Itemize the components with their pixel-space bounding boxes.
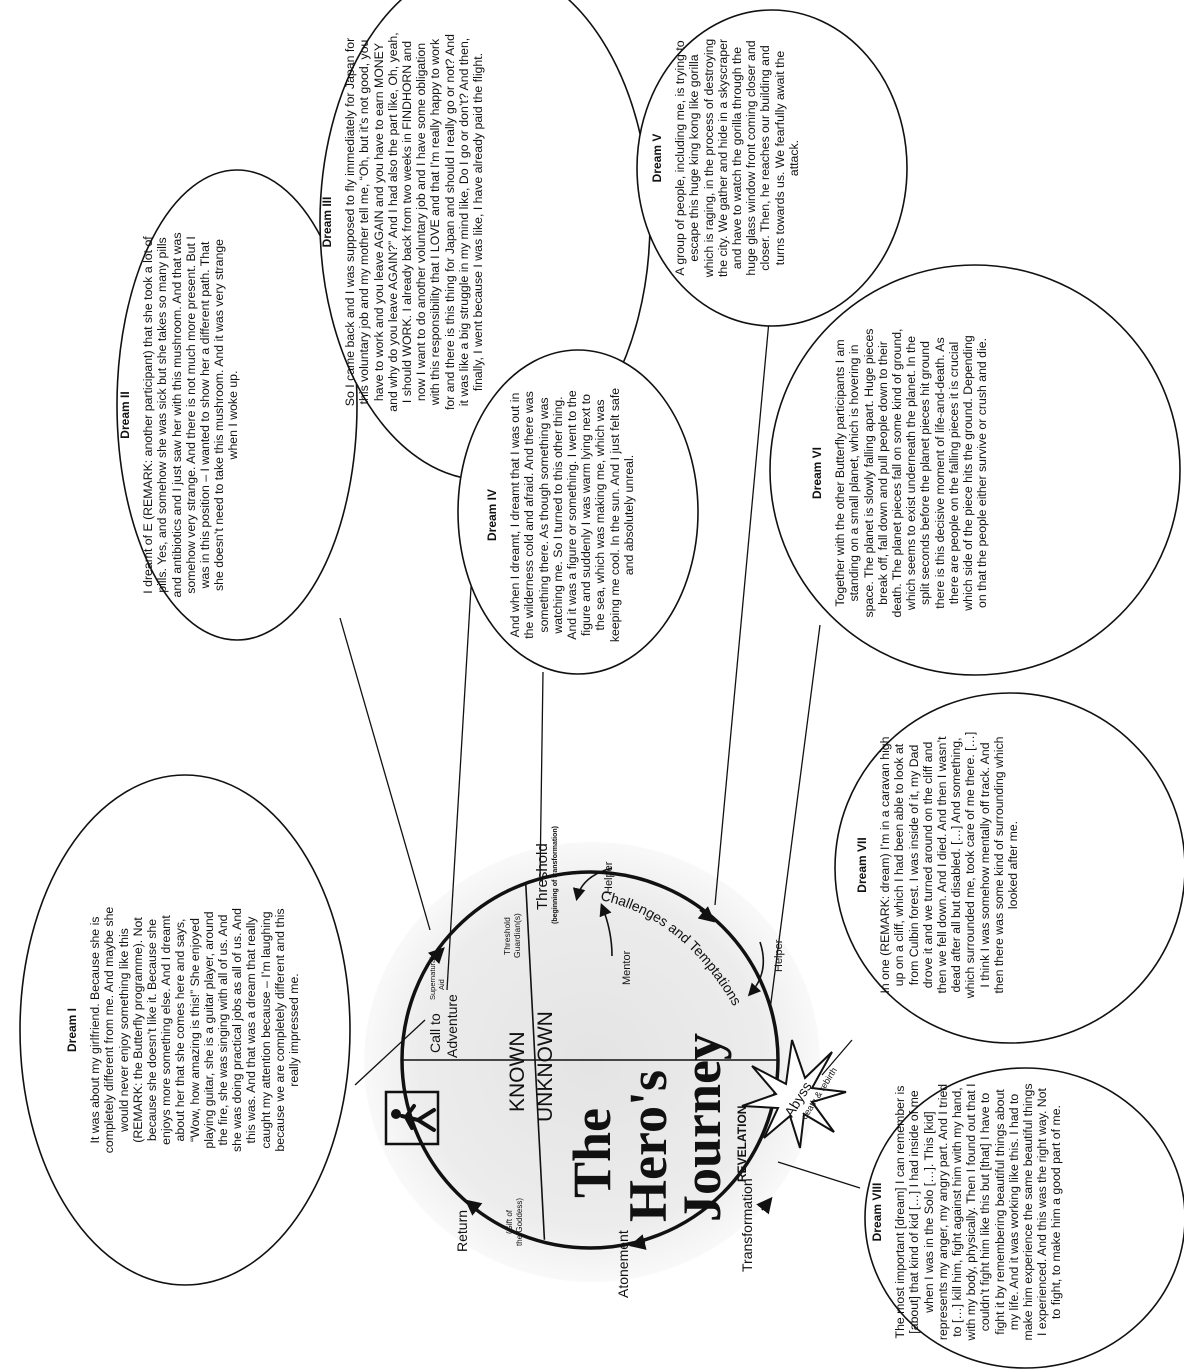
dream-7-title: Dream VII: [855, 837, 869, 893]
bubble-dream-8: [864, 1067, 1184, 1369]
connector-dream-7: [821, 1039, 853, 1076]
title-line-2: Hero's: [618, 1070, 678, 1222]
helper-1: Helper: [603, 861, 615, 894]
atonement-label: Atonement: [615, 1230, 631, 1298]
dream-2: Dream II I dreamt of E (REMARK: another …: [118, 230, 328, 600]
dream-6-title: Dream VI: [810, 446, 824, 500]
known-label: KNOWN: [506, 1032, 529, 1113]
helper-2: Helper: [773, 939, 785, 972]
connector-dream-2: [339, 617, 431, 931]
call-line-1: Call to: [427, 1013, 443, 1053]
dream-8: Dream VIII The most important [dream] I …: [870, 1082, 1120, 1342]
bubble-dream-5: [636, 9, 908, 327]
connector-dream-6: [769, 624, 821, 1011]
dream-7-text: In one (REMARK: dream) I’m in a caravan …: [878, 731, 1021, 999]
aid-line-1: Supernatural: [428, 957, 437, 1000]
call-line-2: Adventure: [444, 994, 460, 1058]
bubble-dream-6: [769, 264, 1181, 676]
bubble-dream-7: [834, 692, 1184, 1044]
bubble-dream-1: [19, 774, 351, 1286]
bubble-dream-4: [457, 349, 699, 675]
cycle-arrow-1: [427, 947, 445, 965]
connector-dream-1: [354, 1019, 426, 1086]
connector-dream-8: [777, 1161, 861, 1189]
abyss-starburst: [741, 1039, 847, 1149]
title-line-3: Journey: [672, 1033, 732, 1222]
bubble-dream-2: [116, 169, 358, 641]
dream-4-title: Dream IV: [485, 488, 499, 542]
cycle-arrow-4: [756, 1196, 773, 1215]
dream-2-text: I dreamt of E (REMARK: another participa…: [141, 232, 241, 598]
title-line-1: The: [562, 1108, 622, 1198]
dream-5-text: A group of people, including me, is tryi…: [673, 38, 801, 278]
dream-6: Dream VI Together with the other Butterf…: [810, 328, 1080, 618]
dream-5: Dream V A group of people, including me,…: [650, 38, 850, 278]
dream-3-text: So I came back and I was supposed to fly…: [343, 32, 486, 412]
dream-4: Dream IV And when I dreamt, I dreamt tha…: [485, 385, 660, 645]
revelation-label: REVELATION: [735, 1106, 749, 1182]
helper-arrow-2: [747, 941, 765, 997]
dream-bubbles: [19, 0, 1184, 1369]
dream-7: Dream VII In one (REMARK: dream) I’m in …: [855, 730, 1105, 1000]
transformation-label: Transformation: [739, 1178, 755, 1272]
return-label: Return: [454, 1210, 470, 1252]
mentor-arrow: [599, 903, 613, 957]
cycle-arrow-5: [697, 906, 716, 923]
threshold-label: Threshold: [534, 843, 551, 910]
dream-2-title: Dream II: [118, 391, 132, 439]
cycle-arrow-2: [464, 1199, 483, 1216]
connector-dream-4: [539, 671, 544, 881]
threshold-divider: [524, 882, 546, 1240]
dream-8-text: The most important [dream] I can remembe…: [893, 1083, 1064, 1341]
gift-line-1: (Gift of: [505, 1209, 514, 1234]
mentor-label: Mentor: [621, 950, 633, 985]
cycle-arrow-3: [629, 1234, 647, 1250]
connector-dream-5: [714, 309, 771, 906]
dream-8-title: Dream VIII: [870, 1182, 884, 1242]
dream-3: Dream III So I came back and I was suppo…: [320, 32, 580, 412]
dream-1-text: It was about my girlfriend. Because she …: [88, 906, 302, 1154]
guardian-line-1: Threshold: [502, 917, 512, 955]
dream-6-text: Together with the other Butterfly partic…: [833, 328, 990, 618]
helper-arrow-1: [572, 867, 613, 902]
gift-line-2: the Goddess): [515, 1198, 524, 1246]
guardian-line-2: Guardian(s): [512, 913, 522, 958]
dream-1-title: Dream I: [65, 1007, 79, 1053]
dream-1: Dream I It was about my girlfriend. Beca…: [65, 905, 305, 1155]
aid-line-2: Aid: [437, 979, 446, 990]
dream-3-title: Dream III: [320, 196, 334, 248]
unknown-label: UNKNOWN: [534, 1011, 557, 1122]
diagram-backdrop: [364, 842, 820, 1282]
dream-4-text: And when I dreamt, I dreamt that I was o…: [508, 387, 636, 643]
hero-walking-icon: [384, 1090, 440, 1146]
threshold-sub: (beginning of transformation): [552, 826, 559, 924]
journey-cycle: [400, 867, 780, 1250]
dream-5-title: Dream V: [650, 133, 664, 183]
